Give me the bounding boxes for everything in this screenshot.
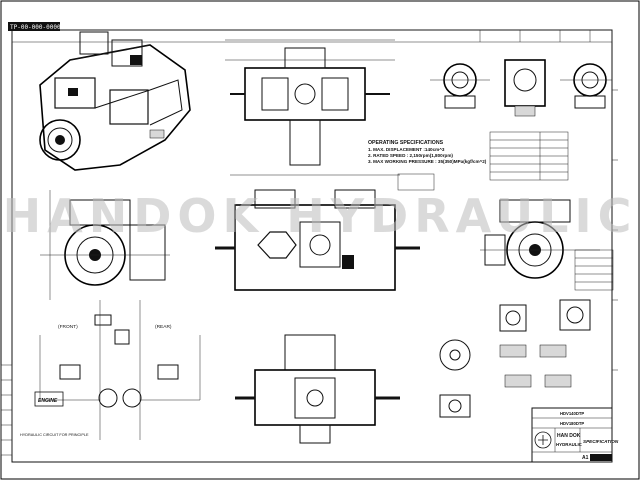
watermark: HANDOK HYDRAULIC: [3, 189, 638, 243]
corner-tag: TP-00-000-0000: [10, 24, 61, 31]
end-view-right: [560, 63, 612, 109]
specs-heading: OPERATING SPECIFICATIONS: [368, 140, 444, 146]
end-view-left: [430, 63, 490, 109]
pump-isometric-view: [39, 31, 191, 171]
note-box: [397, 173, 435, 191]
company-logo-icon: [534, 431, 552, 449]
drawing-number-box: [590, 454, 612, 461]
pump-bottom-view: [235, 334, 400, 444]
revision-strip: [11, 29, 613, 43]
flange-details: [499, 299, 591, 388]
sheet-size: A1: [582, 455, 589, 461]
circuit-front-label: (FRONT): [58, 324, 78, 330]
port-spec-table: [489, 131, 569, 181]
pump-main-front-view: [215, 174, 420, 291]
specs-line-3: 3. MAX WORKING PRESSURE : 35(350)MPa(kgf…: [368, 159, 487, 164]
mounting-flange-view: [439, 339, 471, 418]
doc-title: SPECIFICATION: [583, 439, 619, 444]
operating-specifications: OPERATING SPECIFICATIONS 1. MAX. DISPLAC…: [368, 140, 487, 164]
hydraulic-circuit: (FRONT) (REAR) ENGINE HYDRAULIC CIRCUIT …: [20, 300, 201, 440]
specs-line-1: 1. MAX. DISPLACEMENT :140cm^3: [368, 147, 445, 152]
model-1: HDV140DTP: [560, 411, 584, 416]
pump-top-view: [225, 39, 395, 166]
pump-side-view-left: [40, 190, 170, 300]
company-line-2: HYDRAULIC: [556, 442, 583, 447]
model-2: HDV180DTP: [560, 421, 584, 426]
title-block: HDV140DTP HDV180DTP HAN DOK HYDRAULIC SP…: [531, 407, 619, 463]
company-line-1: HAN DOK: [557, 433, 581, 439]
end-view-center: [504, 59, 546, 117]
specs-line-2: 2. RATED SPEED : 2,150rpm(1,800rpm): [368, 153, 453, 158]
left-index-strip: [0, 364, 13, 456]
engine-label: ENGINE: [38, 398, 58, 404]
corner-tag-box: [8, 22, 60, 31]
circuit-rear-label: (REAR): [155, 324, 172, 330]
circuit-caption: HYDRAULIC CIRCUIT FOR PRINCIPLE: [20, 433, 89, 437]
torque-table: [574, 249, 614, 291]
zone-marks: [612, 89, 618, 371]
